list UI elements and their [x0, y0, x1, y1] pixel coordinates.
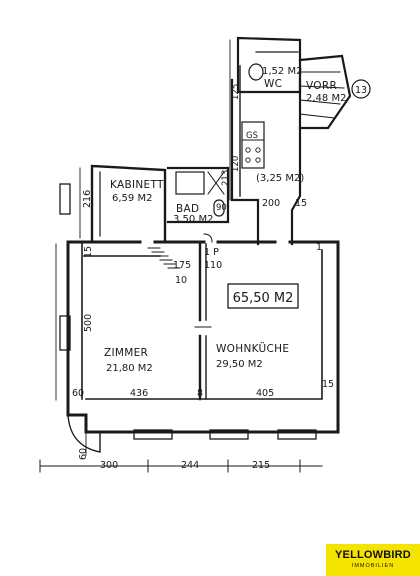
dim-175: 175	[173, 260, 191, 271]
corner-arc	[67, 414, 101, 453]
dim-10: 10	[175, 275, 187, 286]
stairs	[299, 71, 345, 119]
room-name-zimmer: ZIMMER	[104, 347, 148, 359]
door-swing	[203, 233, 213, 243]
toilet	[248, 63, 264, 81]
washbasin	[213, 199, 225, 217]
dim-120: 120	[231, 156, 241, 172]
window-west-zimmer	[59, 315, 71, 351]
dim-300: 300	[100, 460, 118, 471]
dim-60b: 60	[78, 448, 89, 460]
room-name-vorr: VORR	[306, 80, 337, 92]
door-label: 1 P	[204, 247, 219, 258]
room-name-wohnkueche: WOHNKÜCHE	[216, 342, 289, 355]
dim-15b: 15	[322, 379, 334, 390]
kabinett-wall	[90, 164, 167, 244]
room-name-wc: WC	[264, 78, 282, 90]
unit-number: 13	[355, 85, 367, 96]
total-area-box	[227, 283, 299, 309]
bad-wall	[166, 166, 230, 224]
logo-tagline: IMMOBILIEN	[351, 563, 395, 569]
dim-216: 216	[82, 190, 93, 208]
dim-436: 436	[130, 388, 148, 399]
exterior-wall	[85, 249, 323, 400]
room-area-zimmer: 21,80 M2	[106, 363, 153, 374]
room-area-wohnkueche: 29,50 M2	[216, 359, 263, 370]
dim-215: 215	[252, 460, 270, 471]
dimension-ticks	[39, 459, 301, 473]
room-name-kabinett: KABINETT	[110, 179, 164, 191]
dim-125: 125	[231, 84, 241, 100]
logo-name: YELLOWBIRD	[335, 549, 411, 561]
window-west-kabinett	[59, 183, 71, 215]
dim-213: 213	[221, 170, 231, 186]
window-south-3	[277, 429, 317, 440]
room-area-kabinett: 6,59 M2	[112, 193, 152, 204]
dim-1: 1	[316, 242, 322, 253]
brand-logo: YELLOWBIRD IMMOBILIEN	[326, 544, 420, 576]
window-south-2	[209, 429, 249, 440]
dim-200: 200	[262, 198, 280, 209]
dim-8: 8	[197, 388, 203, 399]
dim-405: 405	[256, 388, 274, 399]
unit-number-circle	[351, 79, 371, 99]
room-name-bad: BAD	[176, 203, 199, 215]
room-area-kitchen: (3,25 M2)	[256, 173, 304, 184]
bathtub	[175, 171, 205, 195]
corridor-wall	[290, 78, 302, 246]
room-area-wc: 1,52 M2	[262, 66, 302, 77]
dim-110: 110	[204, 260, 222, 271]
vorr-wall	[298, 54, 352, 130]
appliance-gs: GS	[246, 131, 258, 141]
stair-steps	[147, 247, 181, 269]
dim-60a: 60	[72, 388, 84, 399]
dim-15c: 15	[295, 198, 307, 209]
total-area: 65,50 M2	[233, 291, 294, 306]
room-area-vorr: 2,48 M2	[306, 93, 346, 104]
dim-90: 90	[216, 203, 227, 213]
dim-500: 500	[83, 314, 94, 332]
exterior-wall	[66, 240, 340, 434]
dim-15a: 15	[83, 246, 94, 258]
wc-wall	[236, 36, 302, 94]
window-south-1	[133, 429, 173, 440]
room-area-bad: 3,50 M2	[173, 214, 213, 225]
corridor-wall	[230, 78, 260, 246]
kitchen-counter	[241, 121, 265, 169]
dim-244: 244	[181, 460, 199, 471]
